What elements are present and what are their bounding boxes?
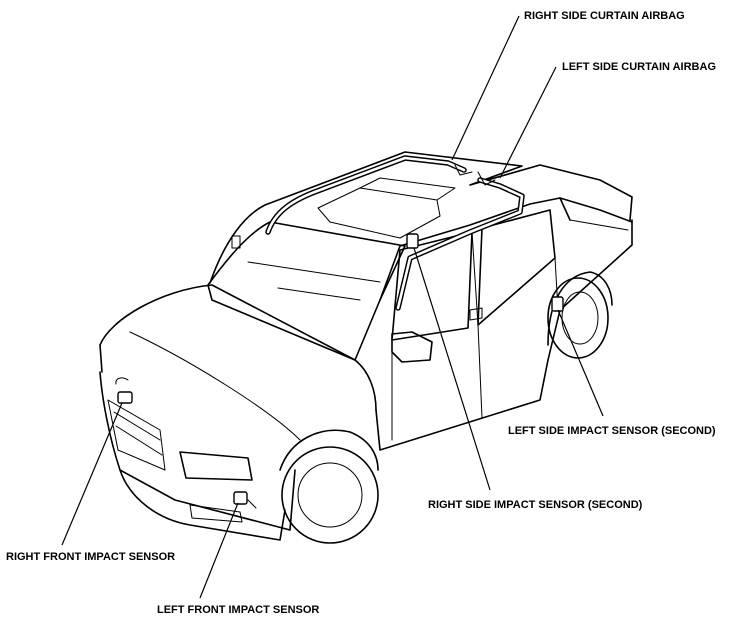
right-curtain-airbag xyxy=(265,155,473,235)
leader-left-side-second xyxy=(557,309,604,417)
label-left-front-impact-sensor: LEFT FRONT IMPACT SENSOR xyxy=(157,604,320,616)
label-left-side-impact-sensor-second: LEFT SIDE IMPACT SENSOR (SECOND) xyxy=(508,425,716,437)
truck-body xyxy=(99,151,633,544)
leader-right-side-second xyxy=(413,247,491,491)
left-side-impact-sensor-second xyxy=(551,296,564,312)
leader-lines xyxy=(61,15,604,599)
label-left-side-curtain-airbag: LEFT SIDE CURTAIN AIRBAG xyxy=(562,61,716,73)
right-side-impact-sensor-second xyxy=(406,233,419,249)
leader-left-curtain xyxy=(499,66,557,179)
leader-right-curtain xyxy=(451,15,520,161)
left-curtain-airbag xyxy=(395,171,525,311)
right-front-impact-sensor xyxy=(117,391,133,404)
label-right-side-impact-sensor-second: RIGHT SIDE IMPACT SENSOR (SECOND) xyxy=(428,499,643,511)
left-front-impact-sensor xyxy=(233,491,248,505)
label-right-side-curtain-airbag: RIGHT SIDE CURTAIN AIRBAG xyxy=(524,10,685,22)
label-right-front-impact-sensor: RIGHT FRONT IMPACT SENSOR xyxy=(6,551,176,563)
leader-left-front xyxy=(199,502,239,599)
leader-right-front xyxy=(61,402,123,546)
